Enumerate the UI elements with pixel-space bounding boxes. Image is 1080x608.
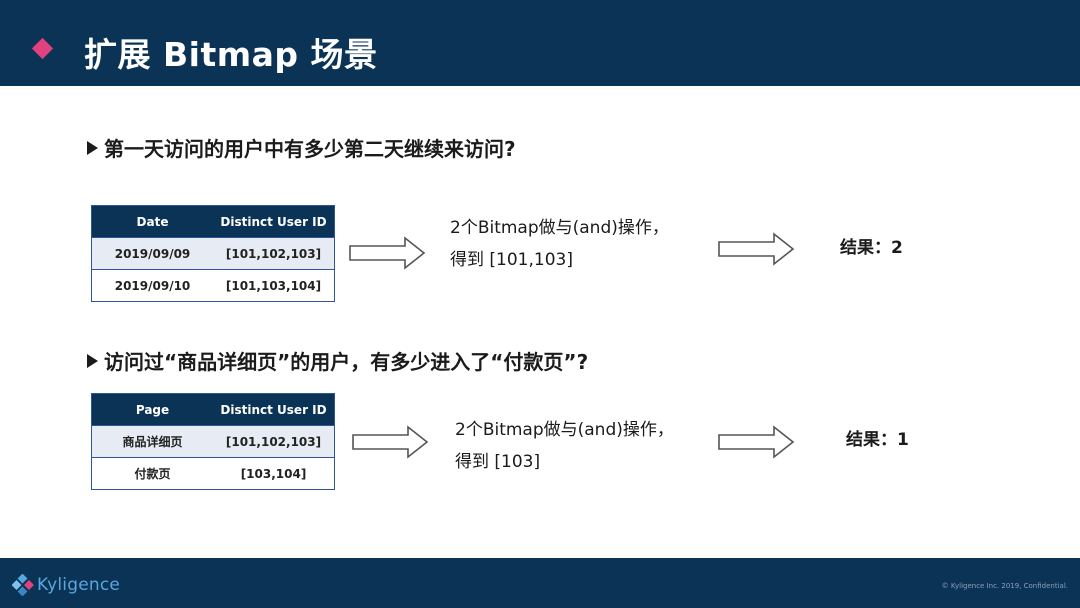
arrow-right-icon [352,425,429,459]
operation-description-1: 2个Bitmap做与(and)操作， 得到 [101,103] [450,212,669,276]
triangle-bullet-icon [87,354,98,368]
cell-page: 商品详细页 [91,425,213,458]
operation-line: 得到 [103] [455,452,541,472]
result-2: 结果：1 [846,430,909,450]
cell-user-ids: [101,102,103] [213,425,335,458]
operation-line: 得到 [101,103] [450,250,573,270]
table-row: 2019/09/09 [101,102,103] [91,237,335,270]
kyligence-logo-icon [12,574,34,596]
operation-line: 2个Bitmap做与(and)操作， [450,218,669,238]
cell-user-ids: [101,103,104] [213,269,335,302]
arrow-right-icon [718,425,795,459]
cell-date: 2019/09/09 [91,237,213,270]
copyright-text: © Kyligence Inc. 2019, Confidential. [941,582,1068,590]
table-row: 2019/09/10 [101,103,104] [91,269,335,302]
column-header-date: Date [91,205,213,238]
question-1: 第一天访问的用户中有多少第二天继续来访问? [87,133,516,162]
arrow-right-icon [718,232,795,266]
column-header-page: Page [91,393,213,426]
triangle-bullet-icon [87,141,98,155]
logo-text: Kyligence [37,575,121,595]
date-user-table: Date Distinct User ID 2019/09/09 [101,10… [91,205,335,302]
question-2-text: 访问过“商品详细页”的用户，有多少进入了“付款页”? [104,350,589,374]
result-1: 结果：2 [840,238,903,258]
footer-bar: Kyligence © Kyligence Inc. 2019, Confide… [0,558,1080,608]
table-row: 付款页 [103,104] [91,457,335,490]
header-bar: 扩展 Bitmap 场景 [0,0,1080,86]
question-1-text: 第一天访问的用户中有多少第二天继续来访问? [104,137,516,161]
page-user-table: Page Distinct User ID 商品详细页 [101,102,103… [91,393,335,490]
question-2: 访问过“商品详细页”的用户，有多少进入了“付款页”? [87,346,588,375]
diamond-bullet-icon [31,37,54,60]
cell-user-ids: [103,104] [213,457,335,490]
cell-user-ids: [101,102,103] [213,237,335,270]
column-header-user-id: Distinct User ID [213,205,335,238]
column-header-user-id: Distinct User ID [213,393,335,426]
cell-page: 付款页 [91,457,213,490]
cell-date: 2019/09/10 [91,269,213,302]
table-row: 商品详细页 [101,102,103] [91,425,335,458]
arrow-right-icon [349,236,426,270]
operation-description-2: 2个Bitmap做与(and)操作， 得到 [103] [455,414,674,478]
operation-line: 2个Bitmap做与(and)操作， [455,420,674,440]
kyligence-logo: Kyligence [12,574,120,596]
slide-title: 扩展 Bitmap 场景 [84,35,378,74]
